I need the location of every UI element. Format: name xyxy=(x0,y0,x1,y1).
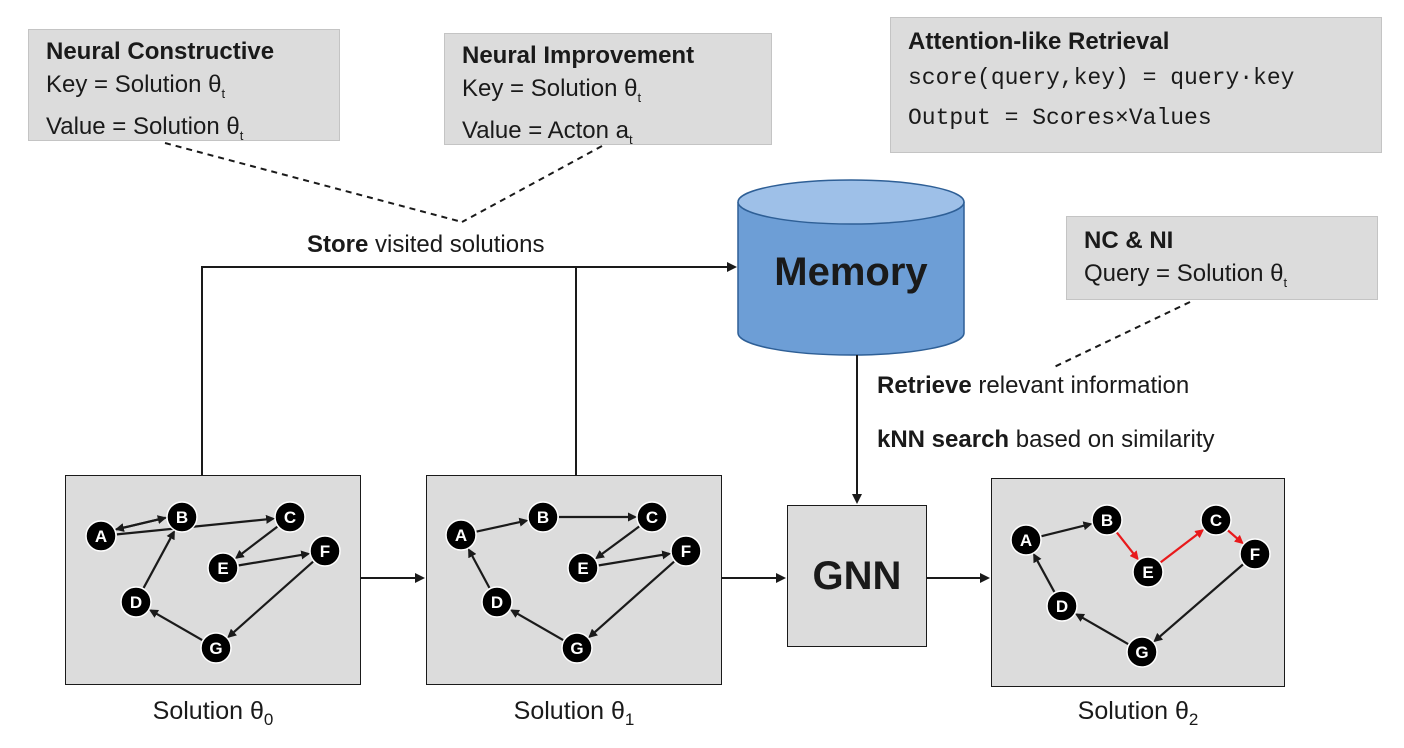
node-label-E: E xyxy=(577,559,588,578)
neural-constructive-key: Key = Solution θt xyxy=(46,71,226,101)
node-G xyxy=(200,632,232,664)
edge-B-A xyxy=(114,516,166,532)
node-A xyxy=(85,520,117,552)
caption-solution-0: Solution θ0 xyxy=(152,697,274,729)
node-label-F: F xyxy=(681,542,691,561)
neural-improvement-value: Value = Acton at xyxy=(462,116,633,147)
nc-ni-query: Query = Solution θt xyxy=(1084,260,1288,290)
dashed-connector-ncni xyxy=(1051,301,1191,369)
attention-retrieval-title: Attention-like Retrieval xyxy=(908,28,1170,55)
edge-G-D xyxy=(1075,613,1129,645)
edge-F-G xyxy=(227,560,314,639)
edge-A-C xyxy=(116,514,276,536)
node-F xyxy=(670,535,702,567)
node-D xyxy=(120,586,152,618)
caption-solution-2: Solution θ2 xyxy=(1077,697,1199,729)
node-A xyxy=(445,519,477,551)
edge-D-B xyxy=(142,530,175,589)
gnn-label: GNN xyxy=(812,553,902,598)
node-label-F: F xyxy=(320,542,330,561)
knn-label: kNN search based on similarity xyxy=(877,426,1215,453)
edge-C-F xyxy=(1227,529,1244,545)
node-label-B: B xyxy=(1101,511,1113,530)
tour-graph-1: A B C D E F G xyxy=(445,501,702,664)
retrieve-label: Retrieve relevant information xyxy=(877,372,1190,399)
node-label-G: G xyxy=(570,639,583,658)
edge-G-D xyxy=(510,609,564,641)
edge-E-C xyxy=(1160,529,1205,564)
edge-C-E xyxy=(595,525,640,560)
tour-graph-0: A B C D E F G xyxy=(85,501,341,664)
node-C xyxy=(636,501,668,533)
node-G xyxy=(1126,636,1158,668)
node-label-D: D xyxy=(491,593,503,612)
edge-F-G xyxy=(588,560,675,639)
edge-E-F xyxy=(238,550,311,567)
node-label-B: B xyxy=(537,508,549,527)
node-F xyxy=(1239,538,1271,570)
tour-graph-2: A B C D E F G xyxy=(1010,504,1271,668)
dashed-connector-improvement xyxy=(461,145,603,223)
edge-G-D xyxy=(149,609,203,641)
node-label-A: A xyxy=(1020,531,1032,550)
edge-B-E xyxy=(1116,531,1139,561)
neural-constructive-title: Neural Constructive xyxy=(46,38,275,65)
attention-score-formula: score(query,key) = query·key xyxy=(908,65,1295,91)
node-label-E: E xyxy=(217,559,228,578)
attention-output-formula: Output = Scores×Values xyxy=(908,105,1212,131)
node-label-C: C xyxy=(1210,511,1222,530)
node-label-A: A xyxy=(455,526,467,545)
dashed-connector-constructive xyxy=(164,142,463,223)
edge-A-B xyxy=(1041,521,1093,538)
node-D xyxy=(1046,590,1078,622)
node-E xyxy=(1132,556,1164,588)
node-D xyxy=(481,586,513,618)
node-B xyxy=(527,501,559,533)
edge-D-A xyxy=(1033,553,1056,593)
nc-ni-title: NC & NI xyxy=(1084,227,1174,254)
neural-constructive-value: Value = Solution θt xyxy=(46,112,244,143)
caption-solution-1: Solution θ1 xyxy=(513,697,635,729)
neural-constructive-box: Neural Constructive Key = Solution θt Va… xyxy=(28,29,340,143)
edge-E-F xyxy=(598,550,672,567)
gnn-box: GNN xyxy=(787,505,927,647)
edge-F-G xyxy=(1153,563,1244,643)
node-label-D: D xyxy=(1056,597,1068,616)
node-label-C: C xyxy=(646,508,658,527)
neural-improvement-title: Neural Improvement xyxy=(462,42,695,69)
node-E xyxy=(567,552,599,584)
store-arrow xyxy=(201,262,737,475)
node-F xyxy=(309,535,341,567)
node-label-F: F xyxy=(1250,545,1260,564)
node-label-A: A xyxy=(95,527,107,546)
node-G xyxy=(561,632,593,664)
neural-improvement-key: Key = Solution θt xyxy=(462,75,642,105)
node-A xyxy=(1010,524,1042,556)
edge-A-B xyxy=(476,517,529,533)
node-C xyxy=(1200,504,1232,536)
node-label-B: B xyxy=(176,508,188,527)
node-C xyxy=(274,501,306,533)
node-label-G: G xyxy=(1135,643,1148,662)
node-B xyxy=(1091,504,1123,536)
node-E xyxy=(207,552,239,584)
node-label-C: C xyxy=(284,508,296,527)
store-label: Store visited solutions xyxy=(307,231,545,258)
memory-cylinder xyxy=(737,179,965,356)
edge-D-A xyxy=(468,548,491,589)
edge-C-E xyxy=(234,525,278,559)
attention-retrieval-box: Attention-like Retrieval score(query,key… xyxy=(890,17,1382,153)
memory-label: Memory xyxy=(774,250,928,294)
nc-ni-box: NC & NI Query = Solution θt xyxy=(1066,216,1378,300)
node-label-G: G xyxy=(209,639,222,658)
neural-improvement-box: Neural Improvement Key = Solution θt Val… xyxy=(444,33,772,147)
node-label-E: E xyxy=(1142,563,1153,582)
node-B xyxy=(166,501,198,533)
node-label-D: D xyxy=(130,593,142,612)
